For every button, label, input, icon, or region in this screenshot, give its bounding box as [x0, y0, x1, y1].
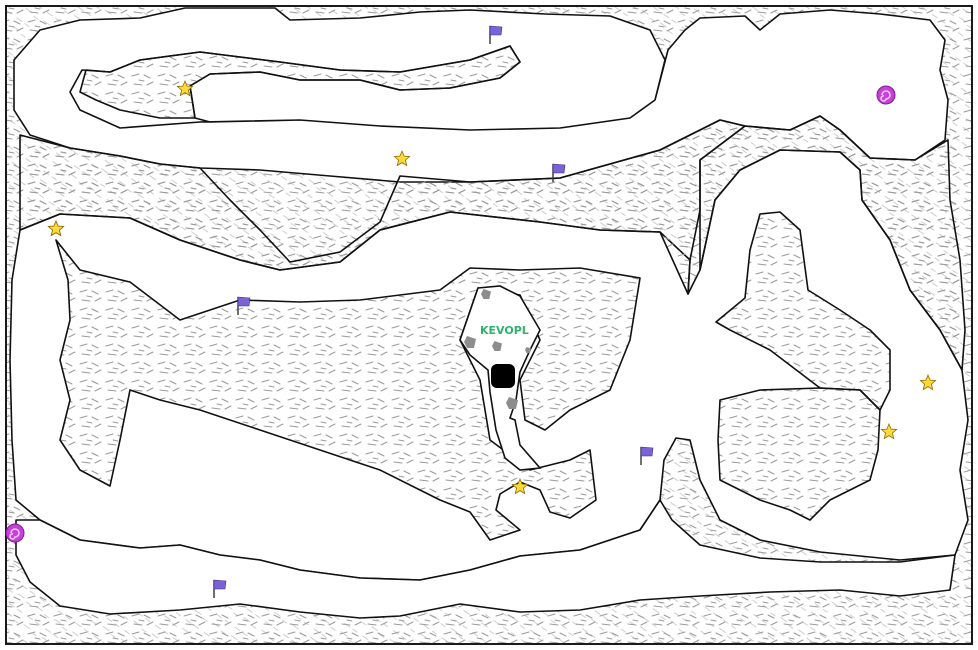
portal-icon[interactable] [876, 85, 896, 105]
flag-icon[interactable] [552, 163, 566, 182]
rock-icon [464, 336, 476, 348]
star-icon[interactable] [919, 373, 937, 391]
flag-icon[interactable] [237, 296, 251, 315]
player[interactable]: KEVOPL [480, 324, 529, 388]
star-icon[interactable] [176, 79, 194, 97]
star-icon[interactable] [393, 149, 411, 167]
island-top-inner [79, 45, 521, 119]
star-icon[interactable] [880, 422, 898, 440]
flag-icon[interactable] [489, 25, 503, 44]
island-central [55, 239, 641, 541]
flag-icon[interactable] [213, 579, 227, 598]
flag-icon[interactable] [640, 446, 654, 465]
island-right-arm [715, 211, 891, 411]
board-border [5, 5, 973, 645]
rock-icon [481, 289, 491, 299]
star-icon[interactable] [47, 219, 65, 237]
rock-icon [506, 397, 518, 409]
player-name-label: KEVOPL [480, 324, 529, 337]
rock-icon [492, 341, 502, 351]
player-icon[interactable] [491, 364, 515, 388]
portal-icon[interactable] [5, 523, 25, 543]
island-right-upper [699, 115, 966, 371]
track-bottom [15, 499, 956, 619]
star-icon[interactable] [511, 477, 529, 495]
rock-icon [525, 347, 531, 353]
